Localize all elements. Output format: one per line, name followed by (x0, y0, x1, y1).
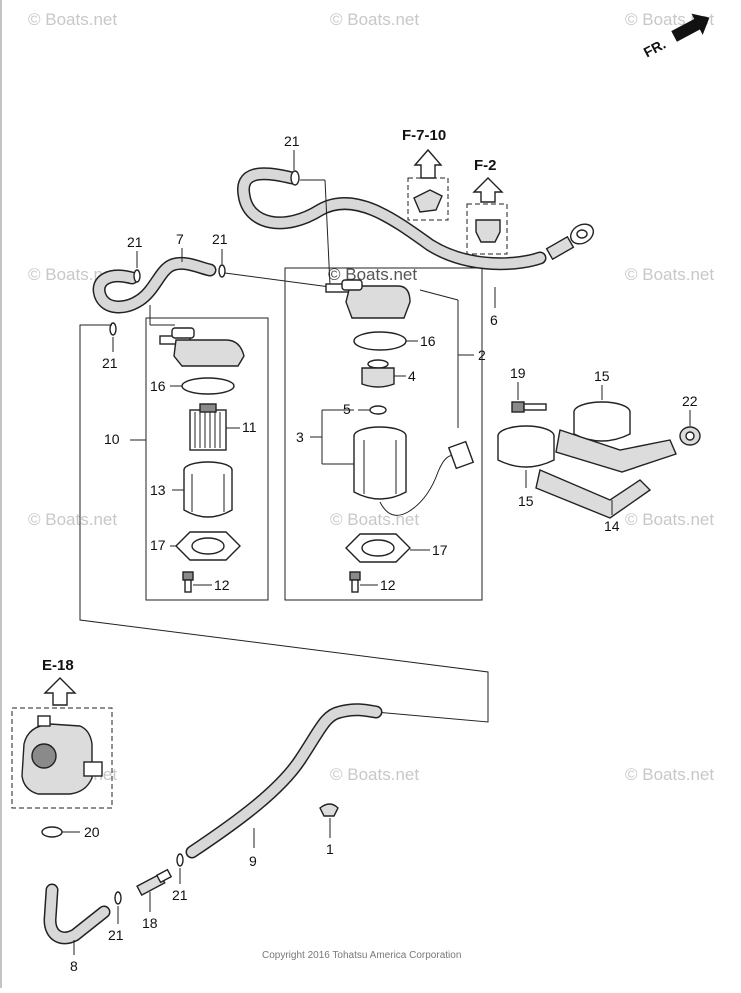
fuel-pump (21, 715, 103, 795)
ref-e-18: E-18 (42, 657, 74, 674)
callout-6: 6 (490, 312, 498, 328)
filter-head (159, 327, 245, 367)
filter-element (189, 403, 227, 451)
callout-2: 2 (478, 347, 486, 363)
hose-7 (92, 256, 217, 314)
callout-1: 1 (326, 841, 334, 857)
callout-20: 20 (84, 824, 100, 840)
clip-21 (218, 264, 226, 278)
callout-10: 10 (104, 431, 120, 447)
callout-16: 16 (420, 333, 436, 349)
copyright: Copyright 2016 Tohatsu America Corporati… (262, 950, 461, 961)
assembly-box (284, 267, 483, 601)
up-arrow-icon (43, 677, 77, 706)
callout-15: 15 (594, 368, 610, 384)
clamp-15 (573, 401, 631, 442)
watermark: © Boats.net (28, 10, 117, 29)
fr-label: FR. (641, 36, 668, 61)
callout-21: 21 (127, 234, 143, 250)
hose-8 (43, 883, 111, 945)
callout-21: 21 (284, 133, 300, 149)
callout-13: 13 (150, 482, 166, 498)
cap-4 (361, 359, 395, 388)
callout-15: 15 (518, 493, 534, 509)
watermark-center: © Boats.net (328, 265, 417, 284)
bolt-12 (182, 571, 194, 593)
callout-18: 18 (142, 915, 158, 931)
o-ring (353, 331, 407, 351)
callout-3: 3 (296, 429, 304, 445)
watermark: © Boats.net (330, 510, 419, 529)
watermark: © Boats.net (625, 765, 714, 784)
hose-9 (185, 703, 383, 859)
callout-21: 21 (108, 927, 124, 943)
clip-icon (413, 189, 443, 213)
callout-8: 8 (70, 958, 78, 974)
bolt-12 (349, 571, 361, 593)
clip-21 (290, 170, 300, 186)
watermark: © Boats.net (28, 510, 117, 529)
callout-4: 4 (408, 368, 416, 384)
callout-5: 5 (343, 401, 351, 417)
callout-9: 9 (249, 853, 257, 869)
watermarks: © Boats.net © Boats.net © Boats.net © Bo… (28, 10, 714, 784)
o-ring (181, 377, 235, 395)
o-ring-small (369, 405, 387, 415)
watermark: © Boats.net (330, 10, 419, 29)
up-arrow-icon (413, 148, 443, 179)
callout-12: 12 (380, 577, 396, 593)
watermark: © Boats.net (625, 265, 714, 284)
callout-17: 17 (150, 537, 166, 553)
watermark: © Boats.net (625, 510, 714, 529)
clip-icon (475, 219, 501, 243)
callout-21: 21 (212, 231, 228, 247)
clip-21 (109, 322, 117, 336)
callout-21: 21 (102, 355, 118, 371)
callout-7: 7 (176, 231, 184, 247)
up-arrow-icon (472, 177, 504, 203)
watermark: © Boats.net (28, 265, 117, 284)
callout-12: 12 (214, 577, 230, 593)
fuel-pump-box (11, 707, 113, 809)
filter-bowl-sensor (353, 426, 475, 516)
ref-f-2: F-2 (474, 157, 497, 174)
callout-11: 11 (242, 419, 257, 435)
callout-22: 22 (682, 393, 698, 409)
hose-connector (545, 223, 595, 261)
bolt-19 (511, 401, 547, 413)
gasket-20 (41, 826, 63, 838)
assembly-10-box (145, 317, 269, 601)
callout-19: 19 (510, 365, 526, 381)
callout-14: 14 (604, 518, 620, 534)
watermark: © Boats.net (330, 765, 419, 784)
filter-head (325, 279, 411, 319)
clamp-15 (497, 425, 555, 468)
clip-1 (319, 803, 339, 817)
clip-21 (176, 853, 184, 867)
hose-6 (237, 167, 547, 271)
mount-bracket-14 (535, 429, 677, 519)
callout-17: 17 (432, 542, 448, 558)
ref-f-7-10: F-7-10 (402, 127, 446, 144)
clip-21 (114, 891, 122, 905)
filter-bowl (183, 461, 233, 518)
callout-21: 21 (172, 887, 188, 903)
connector-18 (136, 868, 173, 896)
clip-21 (133, 269, 141, 283)
callout-16: 16 (150, 378, 166, 394)
